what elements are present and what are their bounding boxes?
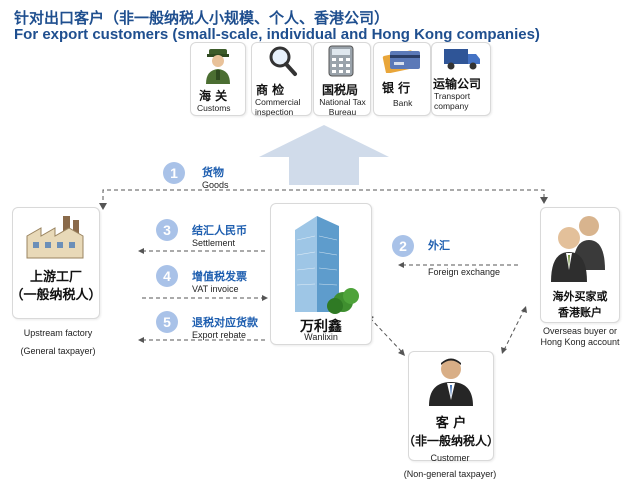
factory-name-cn: 上游工厂 [29, 270, 82, 285]
customer-name-cn: 客 户 [435, 416, 467, 431]
agency-name: 商 检 [256, 83, 285, 97]
flow-number-rebate: 5 [156, 311, 178, 333]
flow-label-goods: 货物 [202, 166, 224, 179]
goods-line [102, 189, 545, 207]
agency-en: National Tax Bureau [319, 97, 366, 117]
flow-number-settlement: 3 [156, 219, 178, 241]
customer-type-cn: （非一般纳税人） [402, 434, 499, 448]
flow-label-settlement: 结汇人民币 [192, 224, 247, 237]
flow-label-goods-en: Goods [202, 180, 229, 190]
buyer-type-cn: 香港账户 [558, 306, 602, 319]
agency-en: Bank [393, 98, 413, 108]
customer-card: 客 户 （非一般纳税人） [403, 351, 499, 461]
flow-label-settlement-en: Settlement [192, 238, 236, 248]
factory-card: 上游工厂 （一般纳税人） [10, 207, 102, 319]
flow-number-forex: 2 [392, 235, 414, 257]
factory-icon [26, 216, 84, 259]
flow-label-forex-en: Foreign exchange [428, 267, 501, 277]
buyer-name-en: Overseas buyer or [542, 326, 618, 336]
customer-type-en: (Non-general taxpayer) [403, 469, 497, 479]
agency-card-tax-bureau: 国税局 National Tax Bureau [313, 42, 371, 117]
customer-name-en: Customer [430, 453, 470, 463]
agency-card-bank: 银 行 Bank [373, 42, 431, 116]
agency-card-customs: 海 关 Customs [190, 42, 246, 116]
agency-name: 海 关 [199, 89, 228, 103]
office-building-icon [295, 216, 359, 314]
flow-label-vat: 增值税发票 [192, 270, 247, 283]
agency-en: Commercial inspection [255, 97, 301, 117]
calculator-icon [328, 45, 354, 77]
businessman-icon [429, 358, 473, 406]
agency-card-inspection: 商 检 Commercial inspection [251, 42, 312, 117]
agency-en: Customs [197, 103, 231, 113]
wanlixin-card: 万利鑫 Wanlixin [270, 203, 372, 345]
flow-label-vat-en: VAT invoice [192, 284, 239, 294]
page-title-cn: 针对出口客户（非一般纳税人小规模、个人、香港公司） [14, 9, 390, 27]
factory-type-cn: （一般纳税人） [10, 288, 102, 303]
big-up-arrow [259, 125, 389, 185]
agency-name: 国税局 [322, 83, 359, 97]
flow-number-goods: 1 [163, 162, 185, 184]
flow-label-rebate: 退税对应货款 [192, 316, 258, 329]
flow-number-vat: 4 [156, 265, 178, 287]
bank-card-icon [382, 50, 420, 73]
buyer-name-cn: 海外买家或 [552, 290, 608, 303]
buyer-type-en: Hong Kong account [540, 337, 620, 347]
business-people-icon [551, 216, 605, 282]
factory-type-en: (General taxpayer) [20, 346, 96, 356]
flow-label-forex: 外汇 [428, 239, 450, 252]
flow-label-rebate-en: Export rebate [192, 330, 247, 340]
customs-officer-icon [206, 49, 230, 84]
page-title-en: For export customers (small-scale, indiv… [14, 26, 540, 43]
magnifier-icon [269, 46, 297, 76]
wanlixin-name-cn: 万利鑫 [300, 319, 342, 335]
agency-name: 银 行 [382, 81, 411, 95]
agency-card-transport: 运输公司 Transport company [431, 42, 491, 116]
agency-en: Transport company [434, 91, 471, 111]
factory-name-en: Upstream factory [23, 328, 93, 338]
buyer-card: 海外买家或 香港账户 [540, 207, 620, 323]
wanlixin-name-en: Wanlixin [304, 332, 338, 342]
truck-icon [444, 49, 480, 70]
agency-name: 运输公司 [433, 77, 482, 91]
